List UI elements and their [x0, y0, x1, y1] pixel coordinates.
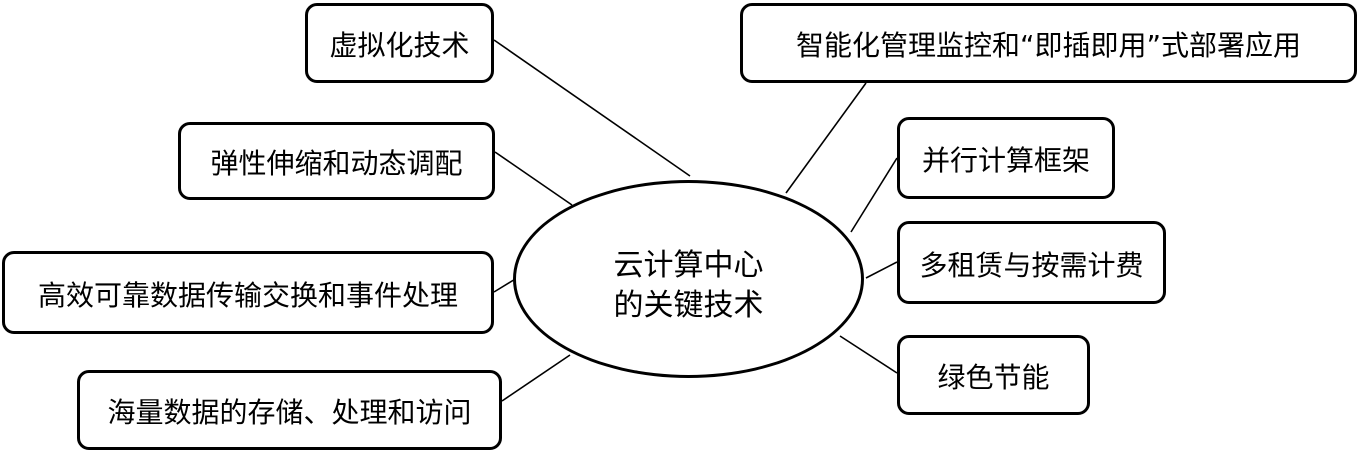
node-smart-management-label: 智能化管理监控和“即插即用”式部署应用 — [795, 29, 1301, 62]
node-elastic-scaling-label: 弹性伸缩和动态调配 — [210, 147, 463, 180]
connector-smart-management — [785, 82, 867, 194]
node-green-energy-label: 绿色节能 — [937, 361, 1050, 394]
node-mass-storage-label: 海量数据的存储、处理和访问 — [107, 396, 472, 429]
connector-green-energy — [839, 335, 898, 374]
node-data-transfer: 高效可靠数据传输交换和事件处理 — [2, 251, 494, 334]
connector-mass-storage — [501, 354, 571, 402]
center-topic-line2: 的关键技术 — [613, 288, 764, 323]
node-multi-tenancy-label: 多租赁与按需计费 — [919, 248, 1144, 282]
node-elastic-scaling: 弹性伸缩和动态调配 — [178, 122, 495, 200]
center-topic: 云计算中心 的关键技术 — [513, 180, 864, 378]
center-topic-line1: 云计算中心 — [613, 248, 764, 283]
connector-elastic-scaling — [494, 151, 573, 206]
connector-virtualization — [493, 39, 691, 177]
node-parallel-framework-label: 并行计算框架 — [921, 144, 1090, 177]
node-data-transfer-label: 高效可靠数据传输交换和事件处理 — [37, 278, 458, 312]
node-virtualization-label: 虚拟化技术 — [329, 29, 470, 62]
node-parallel-framework: 并行计算框架 — [897, 117, 1115, 199]
node-smart-management: 智能化管理监控和“即插即用”式部署应用 — [740, 3, 1357, 83]
node-virtualization: 虚拟化技术 — [305, 3, 494, 83]
connector-multi-tenancy — [865, 261, 898, 279]
node-green-energy: 绿色节能 — [897, 335, 1090, 415]
connector-parallel-framework — [850, 157, 898, 233]
node-multi-tenancy: 多租赁与按需计费 — [897, 221, 1166, 304]
node-mass-storage: 海量数据的存储、处理和访问 — [77, 370, 502, 450]
